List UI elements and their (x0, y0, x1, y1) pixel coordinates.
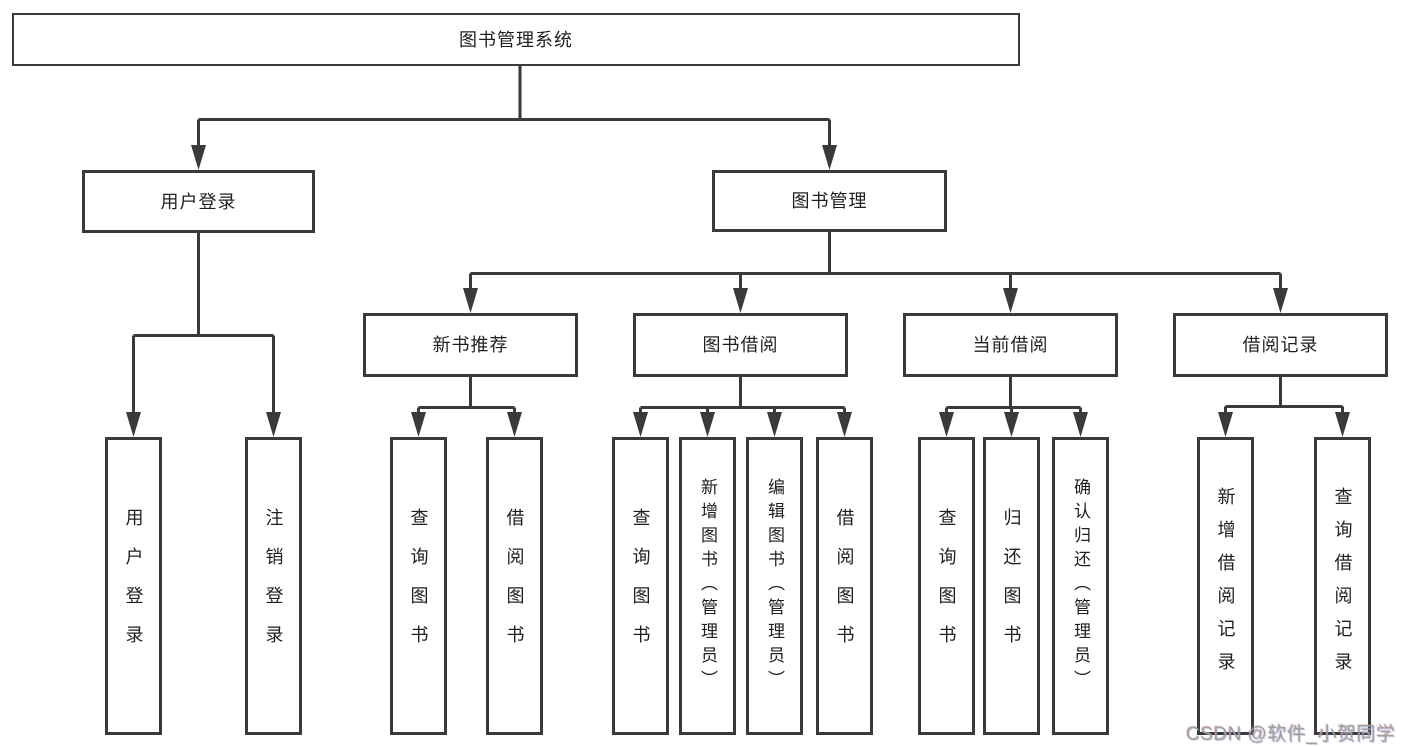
watermark-text: CSDN @软件_小贺同学 (1186, 724, 1396, 745)
leaf-node-query-books-borrowing: 查询图书 (612, 437, 669, 735)
group-node-new-book-recommendation: 新书推荐 (363, 313, 578, 377)
leaf-node-logout: 注销登录 (245, 437, 302, 735)
leaf-node-query-books-recommend: 查询图书 (390, 437, 447, 735)
leaf-node-query-books-current: 查询图书 (918, 437, 975, 735)
leaf-node-add-borrow-record: 新增借阅记录 (1197, 437, 1254, 735)
leaf-node-borrow-books-borrowing: 借阅图书 (816, 437, 873, 735)
branch-node-book-management: 图书管理 (712, 170, 947, 232)
group-node-book-borrowing: 图书借阅 (633, 313, 848, 377)
leaf-node-confirm-return-admin: 确认归还（管理员） (1052, 437, 1109, 735)
leaf-node-return-book: 归还图书 (983, 437, 1040, 735)
leaf-node-user-login: 用户登录 (105, 437, 162, 735)
leaf-node-add-book-admin: 新增图书（管理员） (679, 437, 736, 735)
leaf-node-edit-book-admin: 编辑图书（管理员） (746, 437, 803, 735)
group-node-current-borrowing: 当前借阅 (903, 313, 1118, 377)
group-node-borrowing-records: 借阅记录 (1173, 313, 1388, 377)
leaf-node-borrow-books-recommend: 借阅图书 (486, 437, 543, 735)
branch-node-user-login: 用户登录 (82, 170, 315, 233)
leaf-node-query-borrow-record: 查询借阅记录 (1314, 437, 1371, 735)
root-node: 图书管理系统 (12, 13, 1020, 66)
